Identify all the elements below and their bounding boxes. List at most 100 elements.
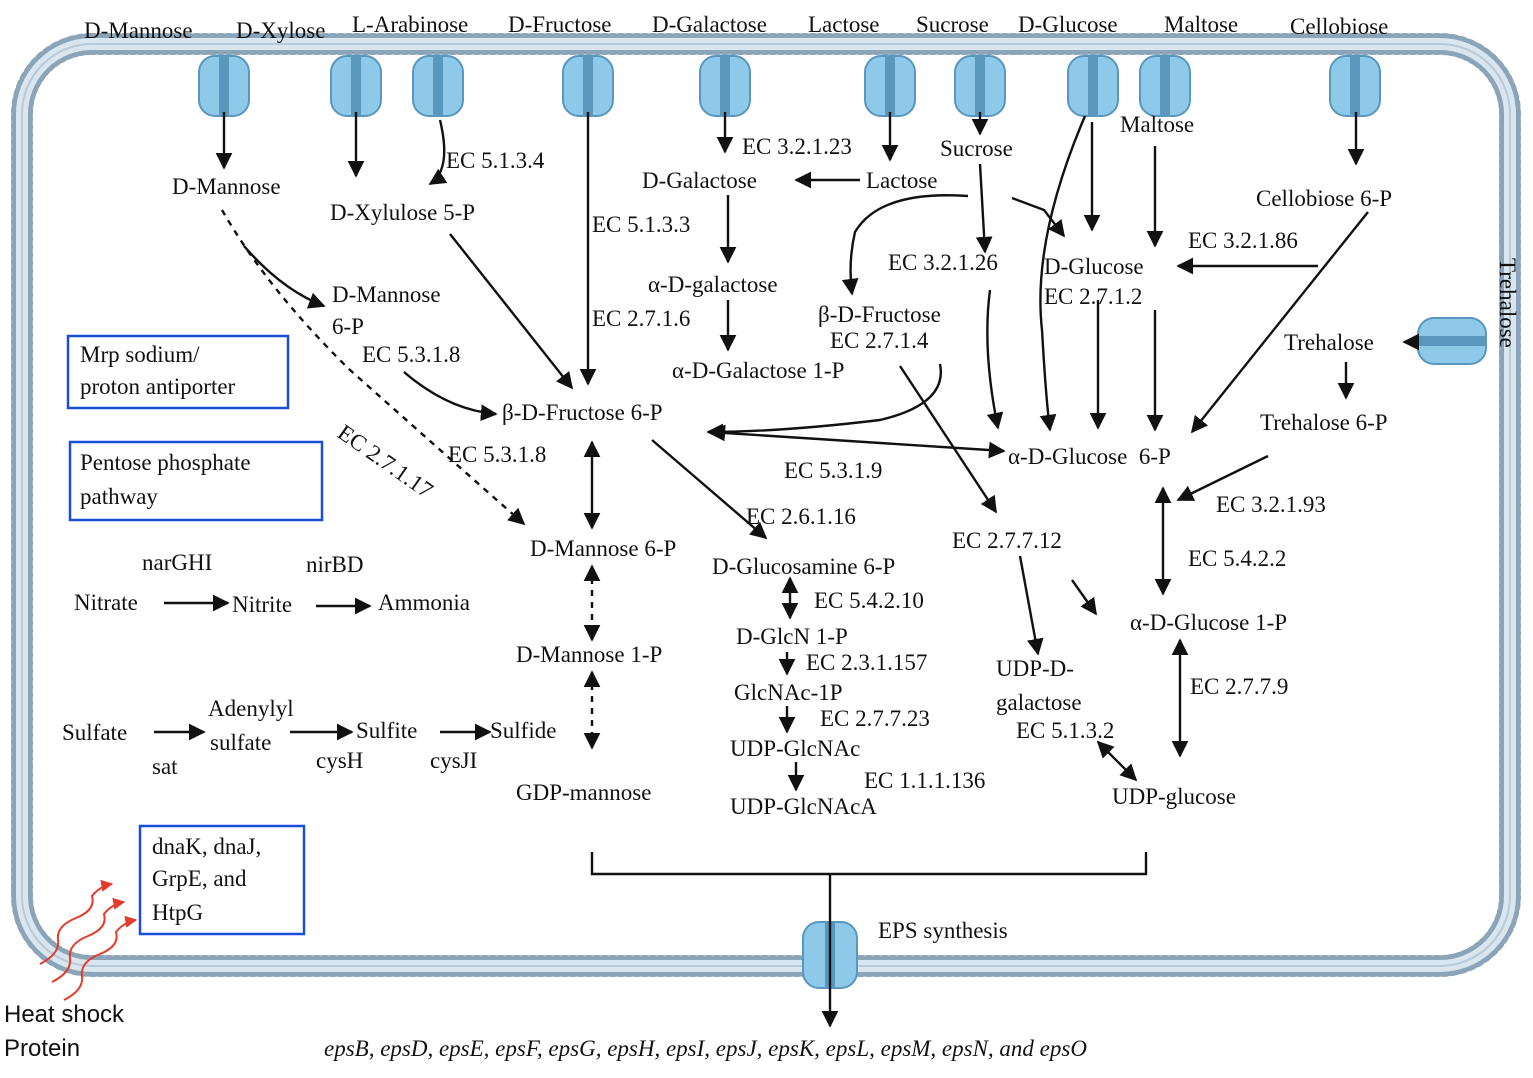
label-ec-27712: EC 2.7.7.12 [952, 528, 1062, 553]
label-maltose: Maltose [1120, 112, 1194, 137]
label-ec-54210: EC 5.4.2.10 [814, 588, 924, 613]
label-d-mannose: D-Mannose [172, 174, 281, 199]
transporter-maltose [1139, 55, 1191, 117]
transporter-trehalose [1417, 317, 1487, 365]
label-ext-trehalose: Trehalose [1495, 258, 1520, 348]
label-ec-2716: EC 2.7.1.6 [592, 306, 690, 331]
mrp-text-line1: Mrp sodium/ [80, 342, 200, 367]
arrow [428, 119, 448, 186]
arrow [1018, 555, 1044, 656]
label-nirbd: nirBD [306, 552, 364, 577]
label-ec-5318-b: EC 5.3.1.8 [448, 442, 546, 467]
label-trehalose: Trehalose [1284, 330, 1374, 355]
transporter-sucrose [954, 55, 1006, 117]
label-ec-5133: EC 5.1.3.3 [592, 212, 690, 237]
eps-bracket [590, 852, 1148, 876]
label-ec-111136: EC 1.1.1.136 [864, 768, 985, 793]
label-ec-5422: EC 5.4.2.2 [1188, 546, 1286, 571]
arrow [220, 209, 526, 526]
label-ext-sucrose: Sucrose [916, 12, 989, 37]
arrow [708, 424, 1006, 459]
ppp-box [68, 440, 324, 522]
hsp-text-line1: dnaK, dnaJ, [152, 834, 261, 859]
transporter-lactose [864, 55, 916, 117]
arrow [1011, 196, 1066, 238]
label-ec-3212-3: EC 3.2.1.23 [742, 134, 852, 159]
label-d-mannose-6p-line1: D-Mannose [332, 282, 441, 307]
arrow [986, 289, 1004, 430]
transporter-xylose [330, 55, 382, 117]
label-cysh: cysH [316, 748, 363, 773]
eps-section: EPS synthesis epsB, epsD, epsE, epsF, ep… [324, 918, 1087, 1061]
label-heat-shock-line2: Protein [4, 1035, 80, 1062]
label-ext-maltose: Maltose [1164, 12, 1238, 37]
label-ext-galactose: D-Galactose [652, 12, 767, 37]
label-trehalose-6p: Trehalose 6-P [1260, 410, 1388, 435]
box-texts: Mrp sodium/ proton antiporter Pentose ph… [80, 342, 261, 925]
label-ec-5319: EC 5.3.1.9 [784, 458, 882, 483]
transporter-mannose-xylose [198, 55, 250, 117]
label-lactose: Lactose [866, 168, 938, 193]
arrow [1176, 454, 1269, 502]
label-sulfite: Sulfite [356, 718, 417, 743]
transporter-arabinose [412, 55, 464, 117]
label-glcn-1p: D-GlcN 1-P [736, 624, 848, 649]
label-ammonia: Ammonia [378, 590, 470, 615]
enzyme-labels: EC 5.1.3.4 EC 5.1.3.3 EC 2.7.1.6 EC 5.3.… [333, 134, 1326, 793]
label-ec-26116: EC 2.6.1.16 [746, 504, 856, 529]
arrow [403, 371, 498, 422]
cell-membrane [11, 33, 1521, 977]
label-ext-lactose: Lactose [808, 12, 880, 37]
label-eps-genes: epsB, epsD, epsE, epsF, epsG, epsH, epsI… [324, 1036, 1087, 1061]
label-beta-fructose: β-D-Fructose [818, 302, 941, 327]
info-boxes [66, 334, 324, 936]
label-udp-glcnaca: UDP-GlcNAcA [730, 794, 877, 819]
label-udp-galactose-line2: galactose [996, 690, 1082, 715]
label-d-mannose-6p-line2: 6-P [332, 314, 364, 339]
label-ec-2714: EC 2.7.1.4 [830, 328, 929, 353]
label-sulfate: Sulfate [62, 720, 127, 745]
label-adenylyl: Adenylyl [208, 696, 294, 721]
ppp-text-line2: pathway [80, 484, 158, 509]
label-ec-32193: EC 3.2.1.93 [1216, 492, 1326, 517]
label-ext-fructose: D-Fructose [508, 12, 611, 37]
transporter-galactose [699, 55, 751, 117]
label-cellobiose-6p: Cellobiose 6-P [1256, 186, 1392, 211]
arrow [975, 163, 993, 254]
sulfur-pathway: Sulfate Adenylyl sulfate Sulfite Sulfide… [62, 696, 556, 779]
label-ext-xylose: D-Xylose [236, 18, 325, 43]
metabolite-labels: D-Mannose D-Xylulose 5-P D-Mannose 6-P β… [172, 112, 1392, 819]
arrow [1096, 740, 1138, 782]
ppp-text-line1: Pentose phosphate [80, 450, 251, 475]
hsp-box [138, 824, 306, 936]
label-ec-27723: EC 2.7.7.23 [820, 706, 930, 731]
label-adenylyl-sulfate: sulfate [210, 730, 271, 755]
label-ext-cellobiose: Cellobiose [1290, 14, 1388, 39]
reaction-arrows [154, 112, 1420, 1028]
label-ec-32186: EC 3.2.1.86 [1188, 228, 1298, 253]
label-sucrose: Sucrose [940, 136, 1013, 161]
label-nitrate: Nitrate [74, 590, 138, 615]
label-narghi: narGHI [142, 550, 212, 575]
label-cysji: cysJI [430, 748, 477, 773]
external-sugar-labels: D-Mannose D-Xylose L-Arabinose D-Fructos… [84, 12, 1520, 348]
transporter-glucose [1067, 55, 1119, 117]
label-d-mannose-6p: D-Mannose 6-P [530, 536, 676, 561]
label-d-glucose: D-Glucose [1044, 254, 1144, 279]
label-eps-synthesis: EPS synthesis [878, 918, 1008, 943]
label-udp-glcnac: UDP-GlcNAc [730, 736, 860, 761]
transporter-fructose [562, 55, 614, 117]
label-ec-3212-6: EC 3.2.1.26 [888, 250, 998, 275]
label-d-mannose-1p: D-Mannose 1-P [516, 642, 662, 667]
arrow [898, 365, 998, 514]
label-d-xylulose-5p: D-Xylulose 5-P [330, 200, 475, 225]
label-nitrite: Nitrite [232, 592, 292, 617]
label-ec-5132: EC 5.1.3.2 [1016, 718, 1114, 743]
label-alpha-glucose-1p: α-D-Glucose 1-P [1130, 610, 1287, 635]
label-ext-mannose: D-Mannose [84, 18, 193, 43]
arrow [243, 245, 326, 309]
mrp-text-line2: proton antiporter [80, 374, 236, 399]
label-alpha-galactose-1p: α-D-Galactose 1-P [672, 358, 844, 383]
label-gdp-mannose: GDP-mannose [516, 780, 651, 805]
